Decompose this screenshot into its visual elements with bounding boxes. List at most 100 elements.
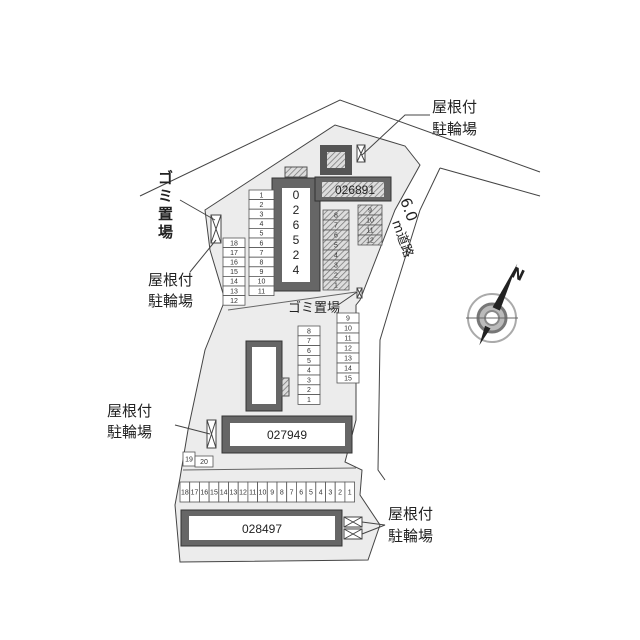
parking-space-number: 12 (239, 490, 247, 497)
cross-mark (356, 144, 366, 163)
building-026524-inner (282, 188, 310, 282)
parking-space-number: 2 (334, 273, 338, 280)
building-026524-char: 2 (293, 248, 300, 262)
annex-inner (327, 152, 345, 168)
lot-inner-line (227, 291, 357, 311)
road-edge-right (439, 167, 541, 197)
parking-space[interactable] (344, 481, 355, 503)
parking-space-number: 16 (200, 490, 208, 497)
parking-space-number: 11 (258, 288, 265, 295)
parking-space-number: 13 (230, 288, 238, 295)
parking-space-number: 11 (344, 336, 351, 343)
parking-space-number: 8 (307, 328, 311, 335)
parking-space-number: 5 (309, 490, 313, 497)
parking-space-number: 8 (280, 490, 284, 497)
bike-shed-label-left: 屋根付 (148, 271, 193, 289)
parking-space-number: 1 (348, 490, 352, 497)
parking-space-number: 15 (344, 376, 352, 383)
parking-space-number: 18 (181, 490, 189, 497)
parking-space[interactable] (357, 234, 383, 246)
road-edge-right-2 (377, 167, 441, 481)
parking-space-number: 14 (230, 279, 238, 286)
trash-area-label-left: 置 (158, 205, 173, 223)
cross-mark (343, 516, 363, 528)
parking-space-number: 17 (230, 250, 238, 257)
parking-space-number: 10 (366, 218, 374, 225)
leader-lines (174, 114, 430, 535)
bike-shed-label-top-2: 駐輪場 (432, 120, 477, 138)
bike-shed-label-top: 屋根付 (432, 98, 477, 116)
parking-space-number: 10 (259, 490, 267, 497)
parking-space-number: 14 (344, 366, 352, 373)
trash-area-label-left: ミ (158, 187, 173, 205)
parking-space-number: 19 (185, 457, 193, 464)
parking-space-number: 3 (328, 490, 332, 497)
parking-space-number: 6 (307, 348, 311, 355)
parking-space-number: 3 (260, 212, 264, 219)
trash-area-label-left: ゴ (158, 169, 173, 187)
cross-mark (210, 214, 222, 244)
parking-space-number: 7 (334, 223, 338, 230)
parking-space[interactable] (336, 372, 360, 384)
bike-shed-label-mid-2: 駐輪場 (107, 423, 152, 441)
parking-space-number: 17 (191, 490, 199, 497)
stairs (281, 377, 290, 397)
parking-space-number: 4 (319, 490, 323, 497)
road-label: m道路 (388, 218, 416, 260)
parking-space-number: 6 (260, 240, 264, 247)
parking-space-number: 4 (307, 368, 311, 375)
building-026891-inner (322, 182, 384, 197)
parking-space-number: 2 (338, 490, 342, 497)
parking-space[interactable] (222, 295, 246, 306)
parking-space[interactable] (322, 279, 350, 291)
lot-inner-line (182, 467, 357, 471)
parking-space-number: 8 (334, 213, 338, 220)
parking-space-number: 2 (307, 387, 311, 394)
building-028497-label: 028497 (242, 522, 282, 536)
cross-mark (356, 287, 363, 299)
building-026524-char: 5 (293, 233, 300, 247)
parking-space-number: 7 (260, 250, 264, 257)
parking-space-number: 15 (210, 490, 218, 497)
parking-space-number: 3 (334, 263, 338, 270)
parking-space-number: 9 (346, 316, 350, 323)
parking-space-number: 1 (334, 283, 338, 290)
compass-north-label: N (508, 263, 527, 285)
trash-area-label-left: 場 (158, 223, 173, 241)
bike-shed-label-left-2: 駐輪場 (148, 292, 193, 310)
building-028497-inner (189, 516, 335, 540)
parking-space-number: 1 (307, 397, 311, 404)
parking-space-number: 4 (260, 221, 264, 228)
stairs (284, 166, 308, 178)
parking-space-number: 9 (368, 208, 372, 215)
parking-space-number: 14 (220, 490, 228, 497)
compass-rose-icon: N (466, 263, 527, 346)
parking-space-number: 13 (229, 490, 237, 497)
parking-space[interactable] (194, 455, 214, 468)
bike-shed-label-bottom: 屋根付 (388, 505, 433, 523)
parking-space-number: 1 (260, 192, 264, 199)
parking-space-number: 7 (307, 338, 311, 345)
parking-space-number: 2 (260, 202, 264, 209)
parking-space-number: 7 (290, 490, 294, 497)
road-edge-top (139, 99, 541, 197)
bike-shed-label-bottom-2: 駐輪場 (388, 527, 433, 545)
parking-space-number: 10 (344, 326, 352, 333)
parking-space-number: 10 (258, 279, 266, 286)
building-027949-label: 027949 (267, 428, 307, 442)
building-026524-char: 4 (293, 263, 300, 277)
cross-mark (343, 528, 363, 540)
parking-space-number: 3 (307, 377, 311, 384)
bike-shed-label-mid: 屋根付 (107, 402, 152, 420)
parking-space-number: 9 (260, 269, 264, 276)
parking-space-number: 6 (334, 233, 338, 240)
parking-space-number: 13 (344, 356, 352, 363)
parking-space[interactable] (248, 285, 275, 297)
parking-space-number: 12 (366, 238, 374, 245)
parking-space-number: 11 (366, 228, 373, 235)
parking-space-number: 20 (200, 459, 208, 466)
parking-space-number: 8 (260, 260, 264, 267)
parking-space[interactable] (297, 394, 321, 405)
parking-space-number: 18 (230, 240, 238, 247)
